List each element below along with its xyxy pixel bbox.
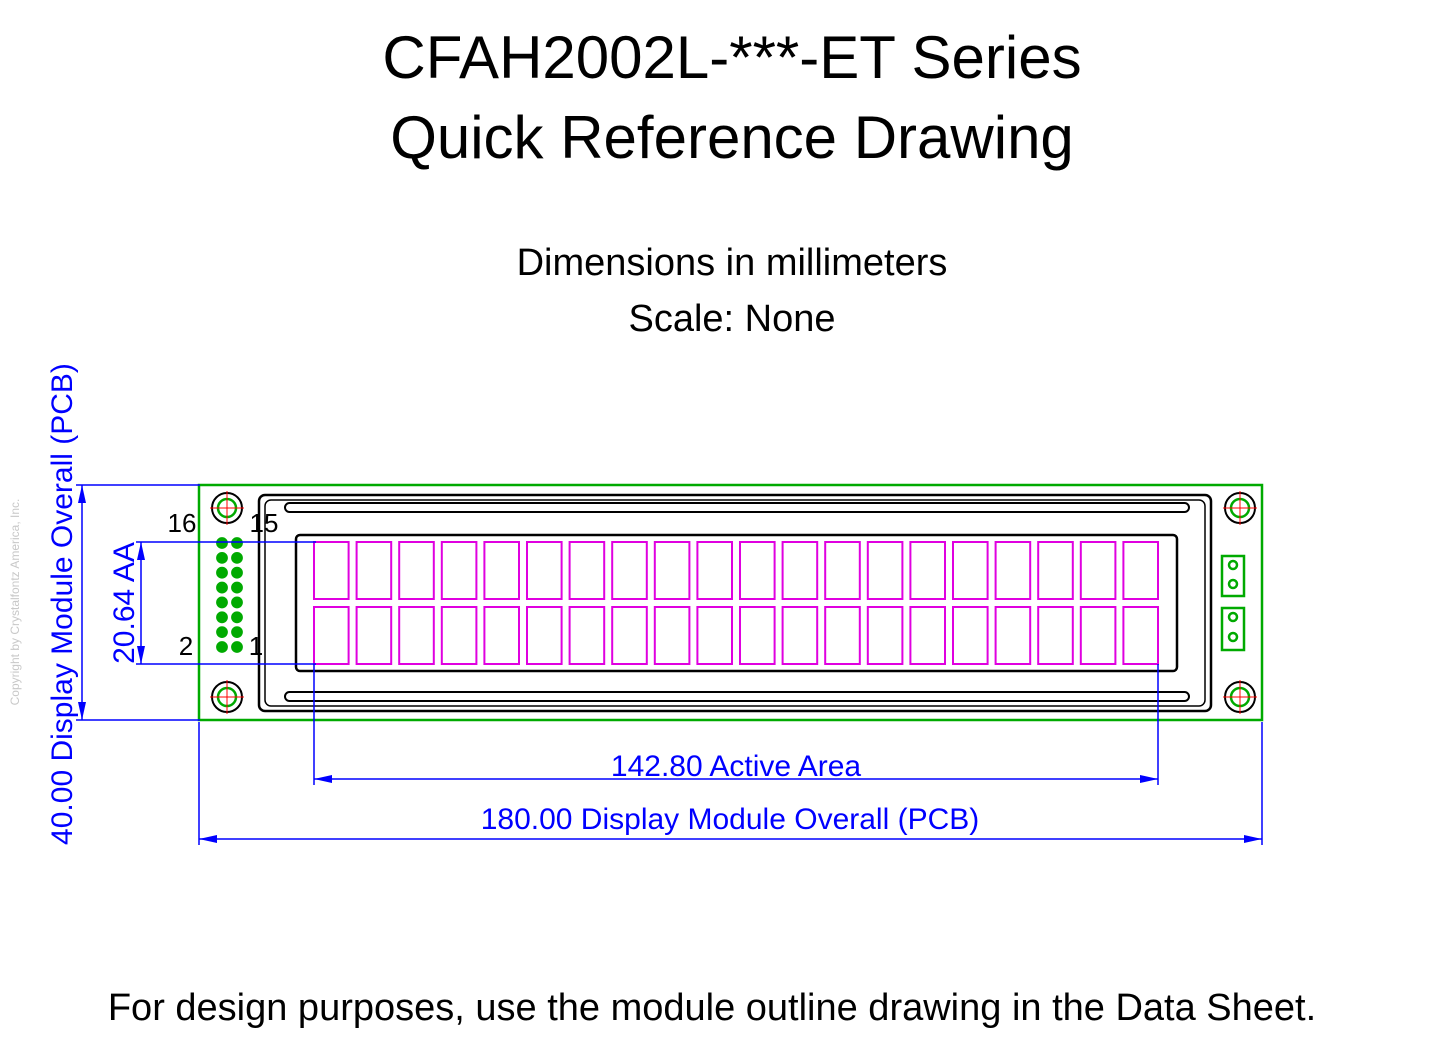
character-cell <box>526 606 563 665</box>
character-cell <box>611 541 648 600</box>
backlight-connector <box>1220 554 1246 652</box>
pin-label-2: 2 <box>179 631 193 661</box>
character-cell <box>398 606 435 665</box>
character-cell <box>440 606 478 665</box>
bezel-top-slot <box>284 502 1190 513</box>
header-pins <box>214 535 245 655</box>
bezel-outer <box>257 493 1213 713</box>
character-cell <box>739 606 776 665</box>
character-cell <box>824 541 861 600</box>
character-cell <box>994 541 1032 600</box>
pin-label-16: 16 <box>168 508 197 538</box>
character-cell <box>611 606 648 665</box>
dim-overall-height-label: 40.00 Display Module Overall (PCB) <box>46 363 79 845</box>
mounting-holes <box>210 491 1257 714</box>
dim-overall-width-label: 180.00 Display Module Overall (PCB) <box>481 803 980 836</box>
units-note: Dimensions in millimeters <box>517 242 948 284</box>
character-cell <box>313 606 350 665</box>
character-cell <box>1122 541 1160 600</box>
character-cell <box>1037 606 1074 665</box>
header-pin <box>214 610 230 625</box>
character-cell <box>1122 606 1160 665</box>
character-cell <box>398 541 435 600</box>
header-pin <box>229 610 245 625</box>
header-pin <box>214 580 230 595</box>
character-cell <box>1079 541 1117 600</box>
character-cell <box>824 606 861 665</box>
character-cell <box>739 541 776 600</box>
character-cell <box>994 606 1032 665</box>
footer-note: For design purposes, use the module outl… <box>108 987 1316 1029</box>
character-cell <box>952 541 989 600</box>
character-cell <box>355 606 393 665</box>
pcb-outline <box>197 483 1264 722</box>
character-cell <box>483 606 520 665</box>
copyright-note: Copyright by Crystalfontz America, Inc. <box>8 499 22 706</box>
header-pin <box>214 595 230 610</box>
header-pin <box>229 535 245 551</box>
character-cell <box>909 541 947 600</box>
character-cell <box>653 606 691 665</box>
dim-active-area-height-label: 20.64 AA <box>108 542 141 664</box>
header-pin <box>214 550 230 565</box>
pin-label-1: 1 <box>249 631 263 661</box>
character-cell <box>355 541 393 600</box>
character-cells <box>313 541 1160 665</box>
dim-active-area-width <box>313 664 1159 785</box>
character-cell <box>1037 541 1074 600</box>
character-cell <box>483 541 520 600</box>
header-pin <box>229 625 245 640</box>
character-cell <box>909 606 947 665</box>
header-pin <box>229 639 245 655</box>
pin-label-15: 15 <box>250 508 279 538</box>
character-cell <box>526 541 563 600</box>
bezel-bottom-slot <box>284 691 1190 702</box>
character-cell <box>1079 606 1117 665</box>
dim-overall-width <box>198 722 1263 845</box>
character-cell <box>568 606 606 665</box>
drawing-title: CFAH2002L-***-ET Series <box>382 24 1081 91</box>
header-pin <box>214 565 230 580</box>
header-pin <box>229 580 245 595</box>
dim-active-area-width-label: 142.80 Active Area <box>611 750 861 783</box>
character-cell <box>440 541 478 600</box>
character-cell <box>653 541 691 600</box>
header-pin <box>229 595 245 610</box>
character-cell <box>866 541 904 600</box>
header-pin <box>214 639 230 655</box>
character-cell <box>781 606 819 665</box>
scale-note: Scale: None <box>628 298 835 340</box>
character-cell <box>781 541 819 600</box>
character-cell <box>952 606 989 665</box>
character-cell <box>866 606 904 665</box>
character-cell <box>568 541 606 600</box>
dim-overall-height <box>76 484 200 721</box>
header-pin <box>229 565 245 580</box>
bezel-inner <box>264 499 1206 707</box>
header-pin <box>214 535 230 551</box>
character-cell <box>313 541 350 600</box>
character-cell <box>696 606 734 665</box>
header-pin <box>229 550 245 565</box>
character-cell <box>696 541 734 600</box>
dim-active-area-height <box>136 541 316 665</box>
header-pin <box>214 625 230 640</box>
viewing-area <box>294 533 1179 673</box>
drawing-subtitle: Quick Reference Drawing <box>390 104 1074 171</box>
